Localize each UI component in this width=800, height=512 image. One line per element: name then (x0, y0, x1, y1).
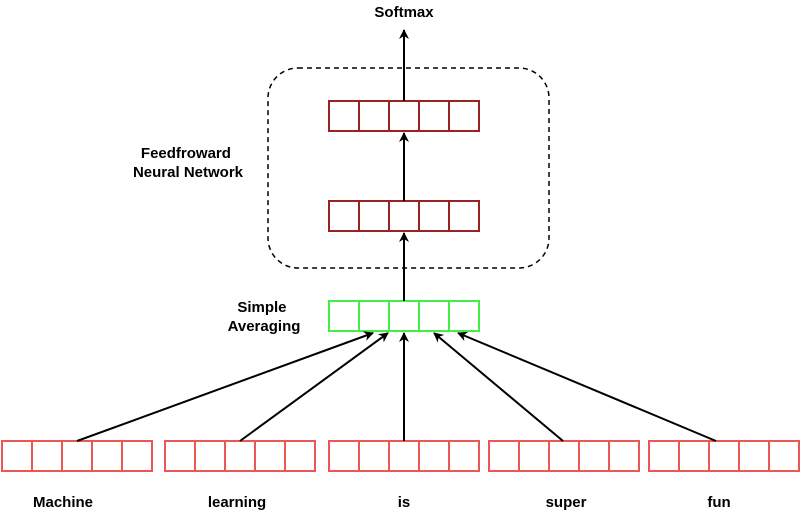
average-vector-cell (358, 300, 390, 332)
word-vector-super-cell (578, 440, 610, 472)
hidden-layer-vector-cell (448, 200, 480, 232)
arrow-super-to-average (433, 332, 564, 442)
word-vector-is-cell (448, 440, 480, 472)
hidden-layer-vector-cell (388, 200, 420, 232)
average-vector-cell (448, 300, 480, 332)
word-vector-learning (164, 440, 316, 472)
word-vector-learning-cell (194, 440, 226, 472)
averaging-label-line1: Simple (237, 299, 286, 316)
word-vector-machine-cell (91, 440, 123, 472)
word-vector-fun-cell (678, 440, 710, 472)
word-vector-learning-cell (164, 440, 196, 472)
word-vector-fun-cell (648, 440, 680, 472)
average-vector-cell (388, 300, 420, 332)
feedforward-label-line1: Feedfroward (141, 145, 231, 162)
word-vector-learning-cell (254, 440, 286, 472)
word-vector-is-cell (418, 440, 450, 472)
output-layer-vector-cell (418, 100, 450, 132)
arrow-group (76, 29, 717, 442)
output-layer-vector-cell (358, 100, 390, 132)
feedforward-label: Feedfroward Neural Network (133, 145, 244, 181)
output-layer-vector-cell (388, 100, 420, 132)
average-vector-cell (328, 300, 360, 332)
word-vector-fun-cell (738, 440, 770, 472)
word-vector-super-cell (518, 440, 550, 472)
word-vector-machine-cell (121, 440, 153, 472)
output-layer-vector-cell (328, 100, 360, 132)
word-label-learning: learning (208, 494, 266, 511)
vector-groups (1, 100, 800, 472)
word-label-machine: Machine (33, 494, 93, 511)
word-label-fun: fun (707, 494, 730, 511)
word-label-is: is (398, 494, 411, 511)
feedforward-network-box (267, 67, 550, 269)
word-vector-is-cell (358, 440, 390, 472)
hidden-layer-vector-cell (328, 200, 360, 232)
softmax-label: Softmax (374, 4, 434, 21)
word-vector-is-cell (328, 440, 360, 472)
hidden-layer-vector-cell (358, 200, 390, 232)
word-vector-machine (1, 440, 153, 472)
word-vector-super-cell (548, 440, 580, 472)
word-vector-learning-cell (284, 440, 316, 472)
word-vector-fun-cell (768, 440, 800, 472)
word-vector-fun (648, 440, 800, 472)
word-vector-is (328, 440, 480, 472)
hidden-layer-vector-cell (418, 200, 450, 232)
output-layer-vector-cell (448, 100, 480, 132)
word-vector-fun-cell (708, 440, 740, 472)
word-vector-is-cell (388, 440, 420, 472)
word-vector-machine-cell (61, 440, 93, 472)
average-vector (328, 300, 480, 332)
arrow-learning-to-average (239, 332, 389, 442)
output-layer-vector (328, 100, 480, 132)
arrow-fun-to-average (457, 331, 717, 442)
averaging-label: Simple Averaging (228, 299, 301, 335)
averaging-label-line2: Averaging (228, 318, 301, 335)
arrow-machine-to-average (76, 331, 374, 442)
word-vector-super-cell (488, 440, 520, 472)
feedforward-label-line2: Neural Network (133, 164, 244, 181)
word-vector-learning-cell (224, 440, 256, 472)
word-vector-super (488, 440, 640, 472)
word-vector-super-cell (608, 440, 640, 472)
hidden-layer-vector (328, 200, 480, 232)
average-vector-cell (418, 300, 450, 332)
word-vector-machine-cell (31, 440, 63, 472)
word-vector-machine-cell (1, 440, 33, 472)
word-label-super: super (546, 494, 587, 511)
